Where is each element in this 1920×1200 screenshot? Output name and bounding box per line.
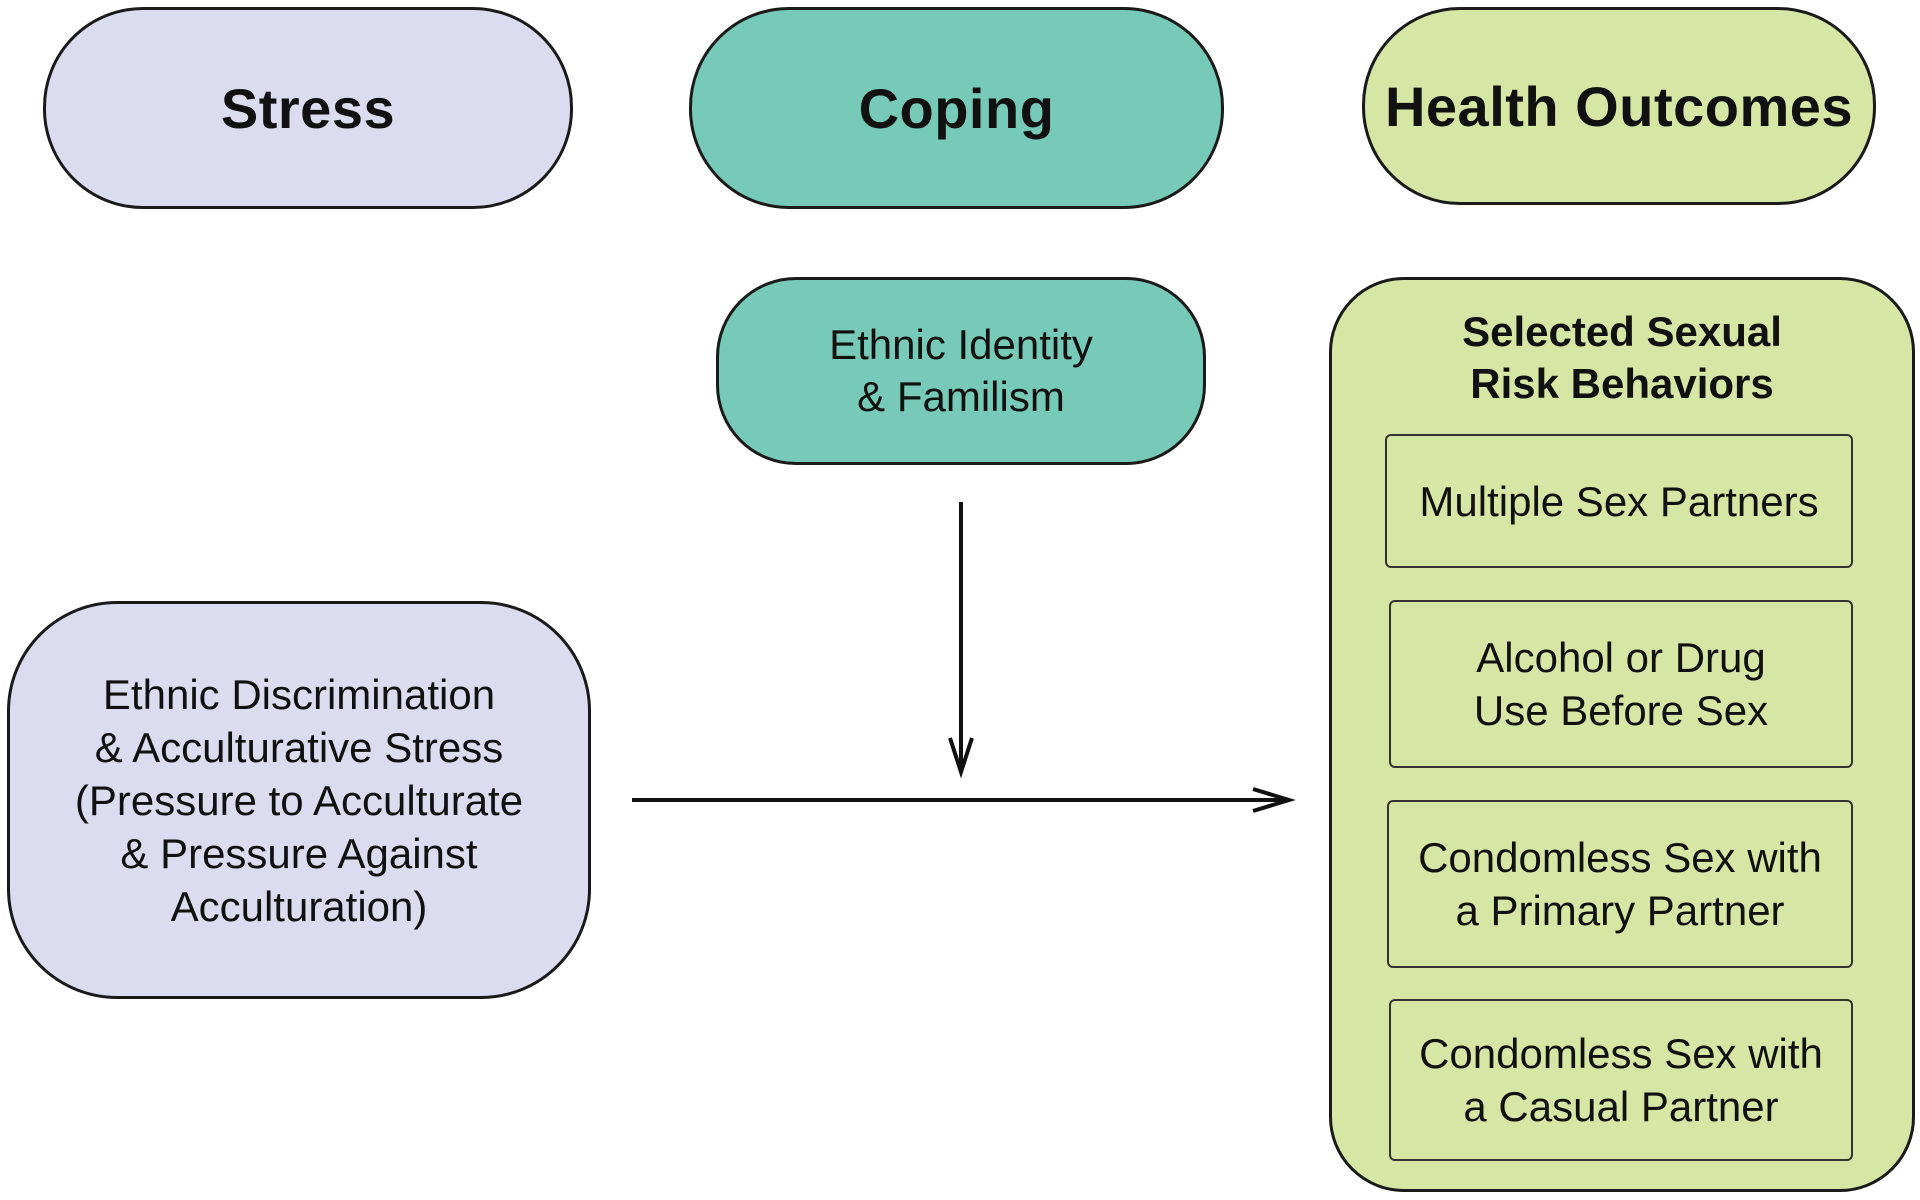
coping-node-text: Ethnic Identity & Familism [829, 319, 1093, 423]
outcome-line: a Primary Partner [1455, 887, 1785, 934]
coping-node-line: Ethnic Identity [829, 321, 1093, 368]
outcome-multiple-sex-partners: Multiple Sex Partners [1385, 434, 1853, 568]
health-outcomes-header: Health Outcomes [1362, 7, 1876, 205]
outcome-line: Condomless Sex with [1419, 1030, 1823, 1077]
outcome-line: a Casual Partner [1463, 1083, 1779, 1130]
stress-header-label: Stress [220, 76, 396, 140]
outcome-alcohol-drug-use: Alcohol or Drug Use Before Sex [1389, 600, 1853, 768]
stress-node-line: Acculturation) [170, 882, 428, 930]
outcome-condomless-primary: Condomless Sex with a Primary Partner [1387, 800, 1853, 968]
outcome-line: Alcohol or Drug [1476, 634, 1766, 681]
outcomes-title-line: Selected Sexual [1462, 308, 1782, 355]
outcomes-title: Selected Sexual Risk Behaviors [1332, 306, 1912, 410]
outcome-condomless-casual: Condomless Sex with a Casual Partner [1389, 999, 1853, 1161]
ethnic-discrimination-stress-node: Ethnic Discrimination & Acculturative St… [7, 601, 591, 999]
outcome-line: Condomless Sex with [1418, 834, 1822, 881]
stress-header: Stress [43, 7, 573, 209]
stress-node-line: Ethnic Discrimination [102, 670, 496, 718]
main-path-arrow [632, 787, 1296, 813]
health-outcomes-header-label: Health Outcomes [1384, 74, 1854, 138]
sexual-risk-behaviors-container: Selected Sexual Risk Behaviors Multiple … [1329, 277, 1915, 1192]
stress-node-line: & Pressure Against [120, 829, 478, 877]
outcomes-title-line: Risk Behaviors [1470, 360, 1774, 407]
outcome-line: Use Before Sex [1473, 687, 1769, 734]
stress-node-line: (Pressure to Acculturate [74, 776, 524, 824]
coping-node-line: & Familism [857, 373, 1065, 420]
moderation-arrow-head [948, 737, 974, 779]
moderation-arrow [948, 502, 974, 779]
ethnic-identity-familism-node: Ethnic Identity & Familism [716, 277, 1206, 465]
stress-node-line: & Acculturative Stress [94, 723, 504, 771]
stress-node-text: Ethnic Discrimination & Acculturative St… [75, 668, 523, 933]
coping-header: Coping [689, 7, 1224, 209]
outcome-line: Multiple Sex Partners [1419, 477, 1819, 525]
main-path-arrow-head [1252, 787, 1296, 813]
coping-header-label: Coping [858, 76, 1055, 140]
